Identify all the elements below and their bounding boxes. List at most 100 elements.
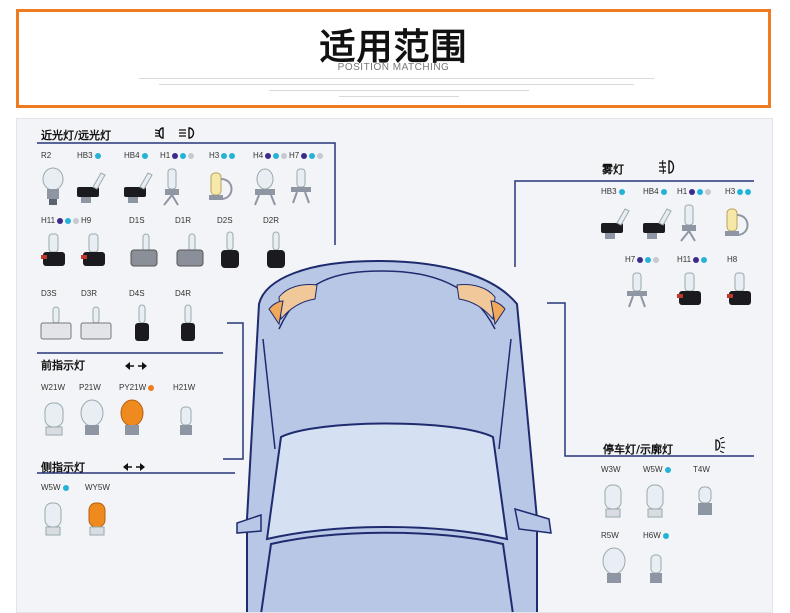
bulb-image [80, 399, 104, 435]
bulb-image [602, 547, 626, 583]
bulb-label: HB4 [124, 151, 148, 160]
bulb-image [44, 402, 64, 436]
headlight-connector [37, 142, 336, 245]
bulb-type-name: W5W [643, 465, 663, 474]
side-indicator-section-title: 侧指示灯 [41, 461, 85, 474]
parking-connector [547, 302, 754, 457]
bulb-type-name: D3S [41, 289, 57, 298]
compat-dot-orange [148, 384, 155, 391]
bulb-image [40, 306, 72, 340]
bulb-label: H7 [625, 255, 660, 264]
front-indicator-connector [223, 322, 244, 460]
bulb-type-name: HB3 [77, 151, 93, 160]
turn-signal-icon [123, 463, 145, 471]
bulb-image [650, 554, 662, 583]
compat-dot-blue [745, 188, 752, 195]
bulb-label: H3 [209, 151, 236, 160]
bulb-type-name: R2 [41, 151, 52, 160]
compat-dot-blue [221, 152, 228, 159]
compat-dot-purple [301, 152, 308, 159]
bulb-label: D3R [81, 289, 97, 298]
bulb-image [181, 304, 195, 341]
bulb-image [124, 172, 153, 203]
bulb-image [221, 231, 239, 268]
compat-dot-blue [618, 188, 625, 195]
bulb-image [209, 172, 233, 200]
bulb-label: D1S [129, 216, 145, 225]
compat-dot-blue [65, 217, 72, 224]
bulb-label: D2R [263, 216, 279, 225]
compat-dot-blue [180, 152, 187, 159]
bulb-image [643, 208, 672, 239]
header-box: 适用范围 POSITION MATCHING [16, 9, 771, 108]
bulb-type-name: D1S [129, 216, 145, 225]
compat-dot-purple [637, 256, 644, 263]
bulb-image [81, 233, 105, 266]
bulb-image [120, 399, 144, 435]
parking-section-title: 停车灯/示廓灯 [603, 443, 674, 456]
bulb-image [176, 233, 204, 267]
bulb-type-name: P21W [79, 383, 101, 392]
bulb-type-name: H11 [677, 255, 692, 264]
page-title: 适用范围 [319, 27, 468, 68]
car-illustration [236, 259, 552, 612]
bulb-label: H3 [725, 187, 752, 196]
bulb-label: H7 [289, 151, 324, 160]
compat-dot-grey [188, 152, 195, 159]
bulb-image [727, 272, 751, 305]
bulb-label: H21W [173, 383, 195, 392]
bulb-type-name: H7 [625, 255, 636, 264]
parking-light-icon [715, 437, 725, 453]
fine-print-line [139, 78, 654, 79]
bulb-type-name: D4S [129, 289, 145, 298]
bulb-label: H4 [253, 151, 288, 160]
bulb-type-name: D3R [81, 289, 98, 298]
bulb-label: WY5W [85, 483, 110, 492]
bulb-label: HB4 [643, 187, 667, 196]
bulb-image [680, 204, 696, 242]
bulb-image [677, 272, 701, 305]
bulb-label: H1 [160, 151, 195, 160]
bulb-label: PY21W [119, 383, 155, 392]
bulb-label: H11 [41, 216, 80, 225]
turn-signal-icon [125, 362, 147, 370]
headlight-section-title: 近光灯/远光灯 [41, 129, 112, 142]
compat-dot-blue [697, 188, 704, 195]
compat-dot-blue [737, 188, 744, 195]
page-subtitle: POSITION MATCHING [337, 62, 450, 73]
bulb-label: D3S [41, 289, 57, 298]
bulb-label: H6W [643, 531, 669, 540]
car-diagram [37, 142, 754, 612]
bulb-label: W3W [601, 465, 621, 474]
compat-dot-purple [57, 217, 64, 224]
bulb-type-name: H7 [289, 151, 300, 160]
bulb-label: HB3 [601, 187, 625, 196]
bulb-image [41, 233, 65, 266]
bulb-image [601, 208, 630, 239]
bulb-type-name: H11 [41, 216, 56, 225]
compat-dot-blue [309, 152, 316, 159]
compat-dot-purple [265, 152, 272, 159]
compat-dot-blue [645, 256, 652, 263]
bulb-type-name: HB4 [643, 187, 659, 196]
bulb-type-name: WY5W [85, 483, 110, 492]
low-high-beam-icon [155, 127, 195, 139]
compat-dot-purple [689, 188, 696, 195]
bulb-type-name: D2R [263, 216, 280, 225]
bulb-image [604, 484, 622, 518]
bulb-label: R2 [41, 151, 51, 160]
bulb-image [267, 231, 285, 268]
compat-dot-grey [73, 217, 80, 224]
compat-dot-purple [172, 152, 179, 159]
bulb-image [42, 167, 64, 205]
bulb-image [698, 486, 712, 515]
bulb-label: H9 [81, 216, 91, 225]
compat-dot-grey [281, 152, 288, 159]
bulb-label: T4W [693, 465, 710, 474]
compat-dot-blue [664, 466, 671, 473]
bulb-image [88, 502, 106, 536]
compat-dot-blue [141, 152, 148, 159]
bulb-label: P21W [79, 383, 101, 392]
fine-print-line [269, 90, 529, 91]
bulb-image [254, 168, 276, 206]
